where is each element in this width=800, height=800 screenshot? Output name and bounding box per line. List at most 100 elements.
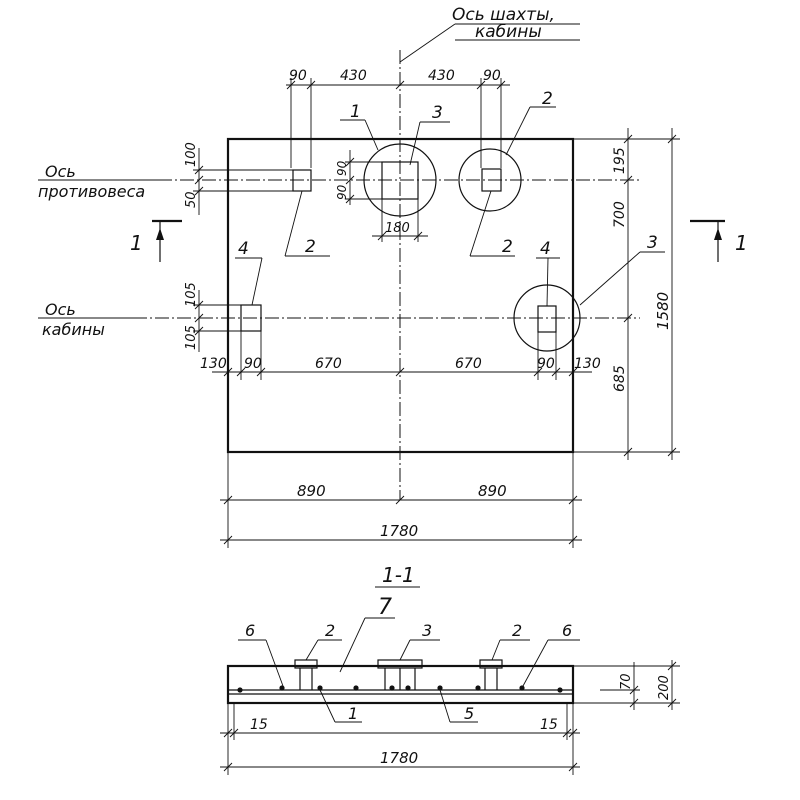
dim-left-105-bottom: 105 <box>184 325 199 350</box>
dim-row-670-right: 670 <box>455 356 482 372</box>
tick <box>194 186 204 196</box>
callout-2-mid: 2 <box>502 237 513 257</box>
tick <box>395 80 405 90</box>
section-callout-2-right: 2 <box>512 621 522 640</box>
dim-right-700: 700 <box>612 201 628 228</box>
dim-row-670-left: 670 <box>315 356 342 372</box>
cabin-axis-label-line1: Ось <box>45 300 76 319</box>
callout-leader <box>546 257 549 307</box>
rebar-dot <box>389 685 395 691</box>
tick <box>667 134 677 144</box>
callout-leader <box>339 617 366 673</box>
dim-right-685: 685 <box>612 365 628 392</box>
shaft-axis-label-line1: Ось шахты, <box>452 5 555 25</box>
tick <box>629 698 639 708</box>
tick <box>667 698 677 708</box>
callout-2-top: 2 <box>542 89 553 109</box>
callout-3-top: 3 <box>432 103 443 123</box>
callout-leader <box>439 689 451 723</box>
dim-right-1580: 1580 <box>654 292 672 330</box>
dim-top-430-right: 430 <box>428 68 455 84</box>
callout-leader <box>399 639 411 661</box>
callout-leader <box>579 251 641 306</box>
tick <box>568 535 578 545</box>
rebar-dot <box>475 685 481 691</box>
section-callout-2-left: 2 <box>325 621 335 640</box>
embedded-plate-right <box>481 168 502 192</box>
tick <box>623 447 633 457</box>
tick <box>395 495 405 505</box>
tick <box>568 495 578 505</box>
tick <box>194 326 204 336</box>
anchor-plate-right <box>479 659 503 669</box>
callout-leader <box>364 119 379 151</box>
rebar-dot <box>557 687 563 693</box>
section-dim-70: 70 <box>619 673 634 690</box>
dim-bottom-1780: 1780 <box>380 522 418 540</box>
tick <box>345 194 355 204</box>
dim-inner-90-b: 90 <box>335 184 349 200</box>
callout-leader <box>409 121 421 166</box>
tick <box>395 367 405 377</box>
callout-leader <box>319 689 336 723</box>
callout-3-right: 3 <box>647 233 658 253</box>
dim-row-90-left: 90 <box>244 356 262 372</box>
callout-leader <box>491 639 501 661</box>
tick <box>223 728 233 738</box>
rebar-dot <box>279 685 285 691</box>
section-slab <box>226 664 575 705</box>
section-dim-15-right: 15 <box>540 717 558 733</box>
tick <box>194 313 204 323</box>
plan-view: Ось шахты, кабины Ось противовеса Ось ка… <box>38 5 748 548</box>
dim-row-130-left: 130 <box>200 356 227 372</box>
section-title: 1-1 <box>382 563 415 587</box>
tick <box>568 728 578 738</box>
tick <box>629 685 639 695</box>
tick <box>551 367 561 377</box>
tick <box>568 762 578 772</box>
callout-4-left: 4 <box>238 239 249 259</box>
tick <box>194 175 204 185</box>
callout-1: 1 <box>350 102 361 122</box>
section-callout-6-right: 6 <box>562 621 572 640</box>
tick <box>223 367 233 377</box>
tick <box>345 175 355 185</box>
section-marker-left-label: 1 <box>130 231 143 255</box>
tick <box>286 80 296 90</box>
tick <box>562 728 572 738</box>
dim-left-105-top: 105 <box>184 282 199 307</box>
dim-top-90-left: 90 <box>289 68 307 84</box>
section-arrow-right <box>714 228 722 240</box>
tick <box>223 762 233 772</box>
rebar-dot <box>353 685 359 691</box>
dim-left-50: 50 <box>184 191 199 208</box>
dim-inner-180: 180 <box>385 221 410 236</box>
dim-left-100: 100 <box>184 142 199 167</box>
tick <box>533 367 543 377</box>
section-marker-right-label: 1 <box>735 231 748 255</box>
dim-inner-90-a: 90 <box>335 160 349 176</box>
shaft-axis-leader <box>399 23 456 63</box>
tick <box>413 231 423 241</box>
dim-bottom-890-right: 890 <box>478 482 507 500</box>
section-arrow-left <box>156 228 164 240</box>
section-dim-15-left: 15 <box>250 717 268 733</box>
section-callout-3: 3 <box>422 621 432 640</box>
rebar-dot <box>317 685 323 691</box>
callout-leader <box>284 190 303 257</box>
section-callout-5: 5 <box>464 704 474 723</box>
tick <box>306 80 316 90</box>
callout-leader <box>505 106 531 156</box>
tick <box>476 80 486 90</box>
tick <box>623 134 633 144</box>
callout-leader <box>251 257 263 306</box>
rebar-dot <box>405 685 411 691</box>
callout-leader <box>305 639 319 661</box>
cabin-axis-label-line2: кабины <box>42 320 105 339</box>
dim-top-90-right: 90 <box>483 68 501 84</box>
dim-row-90-right: 90 <box>537 356 555 372</box>
tick <box>194 300 204 310</box>
tick <box>496 80 506 90</box>
section-dim-200: 200 <box>657 675 672 700</box>
section-callout-7: 7 <box>378 595 392 620</box>
